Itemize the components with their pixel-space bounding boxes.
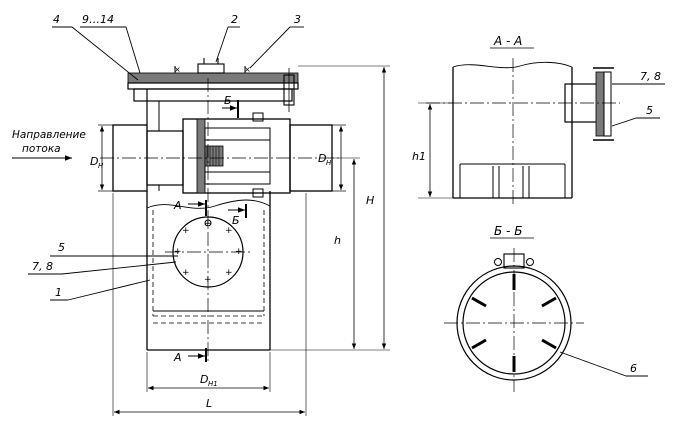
dimensions: D H D H h H D H1 L [90,65,390,416]
section-aa: А - А h1 7, 8 5 [412,34,665,204]
mesh-hatch [204,145,224,167]
section-a-top: А [173,199,182,212]
callout-7-8-right: 7, 8 [640,70,661,83]
section-a-bottom: А [173,351,182,364]
svg-text:×: × [174,65,181,74]
svg-text:+: + [225,226,233,236]
left-callouts: 5 7, 8 1 [28,241,178,301]
callout-5-left: 5 [58,241,65,254]
callout-7-8-left: 7, 8 [32,260,53,273]
flow-label-line1: Направление [12,129,86,141]
svg-text:+: + [182,226,190,236]
svg-text:+: + [225,268,233,278]
section-bb: Б - Б 6 [444,224,648,392]
svg-text:+: + [182,268,190,278]
callout-5-right: 5 [646,104,653,117]
flow-label-line2: потока [22,143,61,155]
front-view: × × [100,58,340,362]
section-markers: А А Б Б [173,94,247,364]
top-cover-hatch [127,72,299,84]
callout-4: 4 [53,13,60,26]
dim-h1: h1 [412,150,426,163]
dim-h: h [334,234,341,247]
callout-3: 3 [294,13,301,26]
top-flange-lower [133,88,293,102]
section-b-top: Б [224,94,232,107]
callout-1: 1 [55,286,62,299]
filter-cartridge [182,118,291,194]
dim-dn-left: D [90,155,98,168]
cartridge-flange-hatch [196,118,206,194]
break-line [146,199,271,209]
top-callouts: 4 9…14 2 3 [52,13,304,81]
dim-dn-left-sub: H [98,162,104,170]
section-bb-title: Б - Б [494,224,522,238]
dim-dn1-sub: H1 [208,380,218,388]
dim-dn1: D [200,373,208,386]
dim-H: H [366,194,374,207]
top-flange [127,82,299,90]
callout-6: 6 [630,362,637,375]
section-aa-title: А - А [493,34,522,48]
callout-2: 2 [231,13,238,26]
cover-handle [197,63,225,74]
dim-L: L [206,397,212,410]
section-b-mid: Б [232,214,240,227]
svg-text:×: × [244,65,251,74]
dim-dn-right: D [318,152,326,165]
callout-9-14: 9…14 [82,13,114,26]
dim-dn-right-sub: H [326,159,332,167]
